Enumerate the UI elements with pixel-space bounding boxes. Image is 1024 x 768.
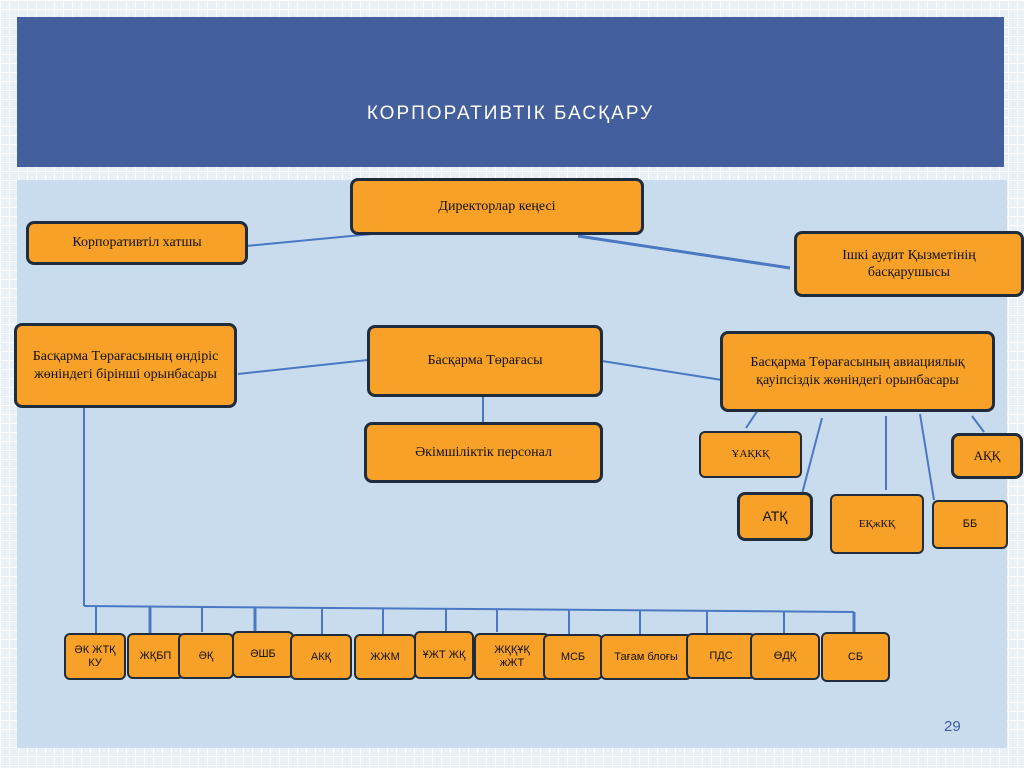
connector-aviation-bb <box>919 413 935 501</box>
unit-box: ПДС <box>686 633 756 679</box>
title-banner: КОРПОРАТИВТІК БАСҚАРУ <box>17 17 1004 167</box>
page-number: 29 <box>944 718 961 735</box>
deputy-aviation-box: Басқарма Төрағасының авиациялық қауіпсіз… <box>720 331 995 412</box>
deputy-production-box: Басқарма Төрағасының өндіріс жөніндегі б… <box>14 323 237 408</box>
unit-box: ЖЖМ <box>354 634 416 680</box>
internal-audit-box: Ішкі аудит Қызметінің басқарушысы <box>794 231 1024 297</box>
unit-box: Тағам блоғы <box>600 634 692 680</box>
chairman-box: Басқарма Төрағасы <box>367 325 603 397</box>
unit-box: ЖҚБП <box>127 633 184 679</box>
connector-aviation-akk <box>971 415 985 433</box>
unit-box: ЖҚҚҰҚ жЖТ <box>474 633 550 680</box>
connector-board-audit <box>577 234 791 270</box>
bb-box: ББ <box>932 500 1008 549</box>
connector-aviation-atk <box>801 417 823 495</box>
connector-chairman-deputy-production <box>237 359 369 375</box>
ekzhkk-box: ЕҚжКҚ <box>830 494 924 554</box>
admin-personnel-box: Әкімшіліктік персонал <box>364 422 603 483</box>
connector-aviation-uakkk <box>745 409 759 429</box>
unit-box: ӘШБ <box>232 631 294 678</box>
unit-box: ӘҚ <box>178 633 234 679</box>
connector-chairman-deputy-aviation <box>601 360 723 381</box>
atk-box: АТҚ <box>737 492 813 541</box>
unit-box: ӘК ЖТҚ КУ <box>64 633 126 680</box>
akk-right-box: АҚҚ <box>951 433 1023 479</box>
corporate-secretary-box: Корпоративтіл хатшы <box>26 221 248 265</box>
unit-box: ӨДҚ <box>750 633 820 680</box>
uakkk-box: ҰАҚКҚ <box>699 431 802 478</box>
slide-title: КОРПОРАТИВТІК БАСҚАРУ <box>366 103 655 124</box>
board-of-directors-box: Директорлар кеңесі <box>350 178 644 235</box>
unit-box: СБ <box>821 632 890 682</box>
connector-bottom-bus <box>83 605 855 613</box>
unit-box: ҰЖТ ЖҚ <box>414 631 474 679</box>
unit-box: АКҚ <box>290 634 352 680</box>
unit-box: МСБ <box>543 634 603 680</box>
connector-board-secretary <box>245 233 373 247</box>
